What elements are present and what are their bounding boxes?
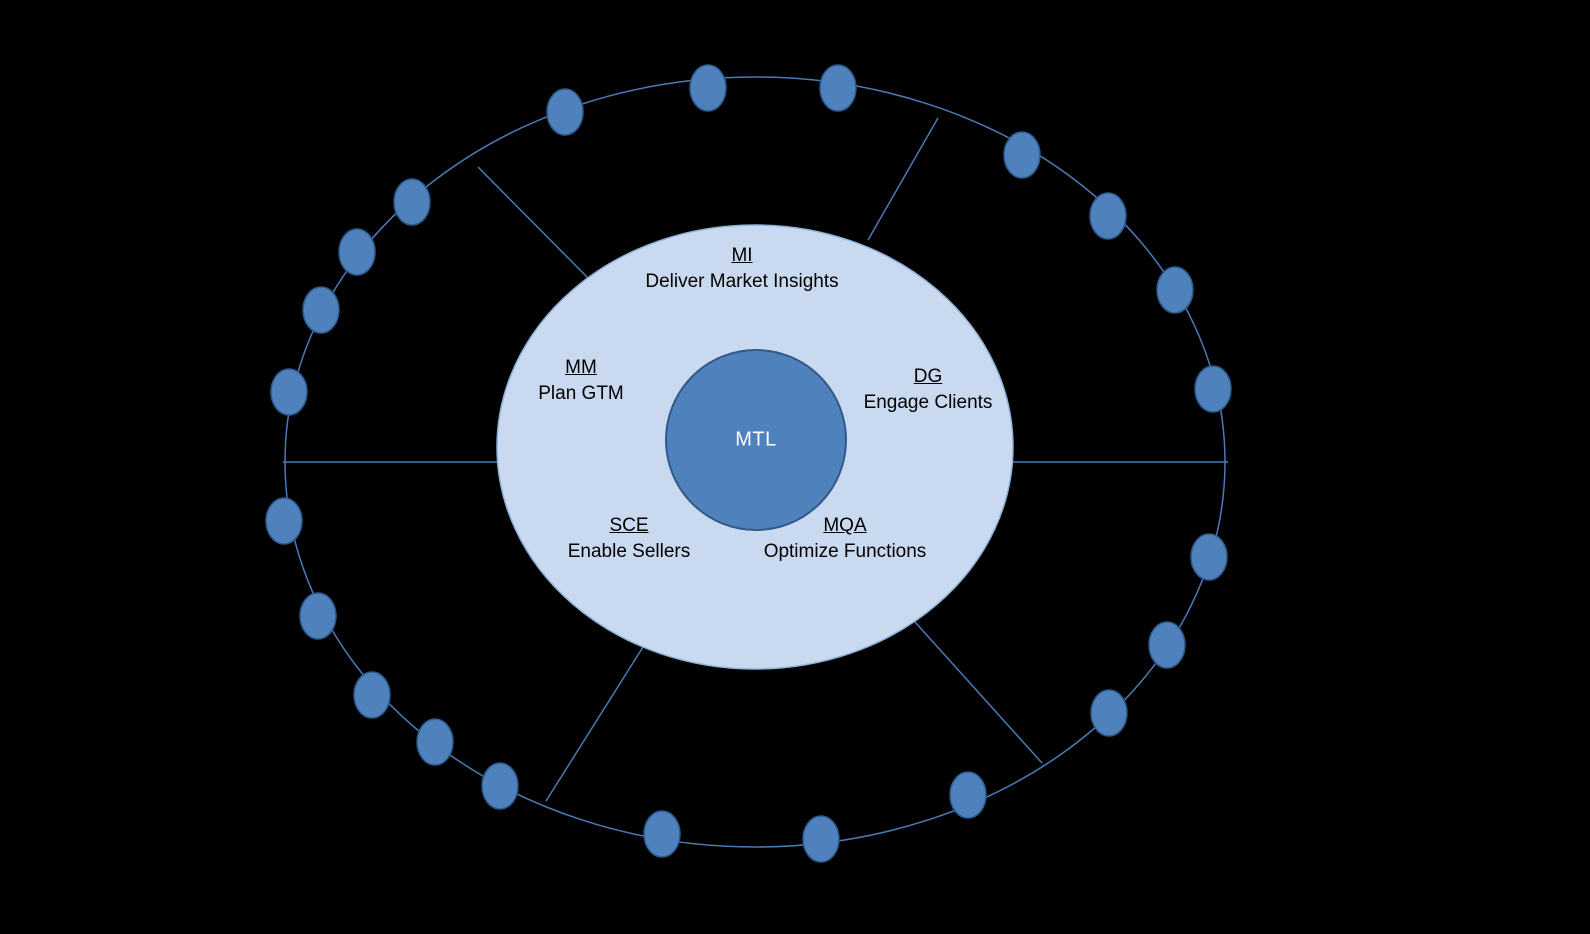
sector-abbr-dg: DG [913, 366, 943, 387]
sector-desc-mm: Plan GTM [538, 383, 624, 404]
orbit-dot [643, 810, 681, 858]
orbit-dot [1089, 192, 1127, 240]
orbit-dot [949, 771, 987, 819]
orbit-dot [1194, 365, 1232, 413]
sector-desc-mi: Deliver Market Insights [645, 271, 839, 292]
orbit-dot [338, 228, 376, 276]
sector-abbr-mi: MI [731, 245, 753, 266]
orbit-dot [546, 88, 584, 136]
center-label: MTL [735, 428, 777, 451]
spoke-line [867, 117, 939, 241]
orbit-dot [802, 815, 840, 863]
orbit-dot [819, 64, 857, 112]
orbit-dot [393, 178, 431, 226]
orbit-dot [1003, 131, 1041, 179]
orbit-dot [416, 718, 454, 766]
orbit-dot [299, 592, 337, 640]
orbit-dot [270, 368, 308, 416]
orbit-dot [1148, 621, 1186, 669]
spoke-line [545, 646, 644, 802]
sector-label-sce: SCE Enable Sellers [568, 513, 691, 565]
orbit-dot [353, 671, 391, 719]
spoke-lines [283, 117, 1228, 802]
orbit-dots [265, 64, 1232, 863]
orbit-dot [265, 497, 303, 545]
orbit-dot [481, 762, 519, 810]
sector-abbr-mqa: MQA [823, 515, 867, 536]
sector-label-mqa: MQA Optimize Functions [764, 513, 927, 565]
spoke-line [477, 166, 589, 279]
center-circle [665, 349, 847, 531]
sector-desc-mqa: Optimize Functions [763, 541, 927, 562]
sector-abbr-mm: MM [565, 357, 597, 378]
orbit-dot [689, 64, 727, 112]
orbit-dot [1156, 266, 1194, 314]
sector-desc-sce: Enable Sellers [567, 541, 691, 562]
sector-desc-dg: Engage Clients [863, 392, 993, 413]
sector-abbr-sce: SCE [609, 515, 649, 536]
orbit-dot [1190, 533, 1228, 581]
sector-label-mm: MM Plan GTM [538, 355, 624, 407]
spoke-line [914, 621, 1043, 764]
orbit-dot [302, 286, 340, 334]
sector-label-mi: MI Deliver Market Insights [645, 243, 838, 295]
orbit-dot [1090, 689, 1128, 737]
sector-label-dg: DG Engage Clients [864, 364, 993, 416]
